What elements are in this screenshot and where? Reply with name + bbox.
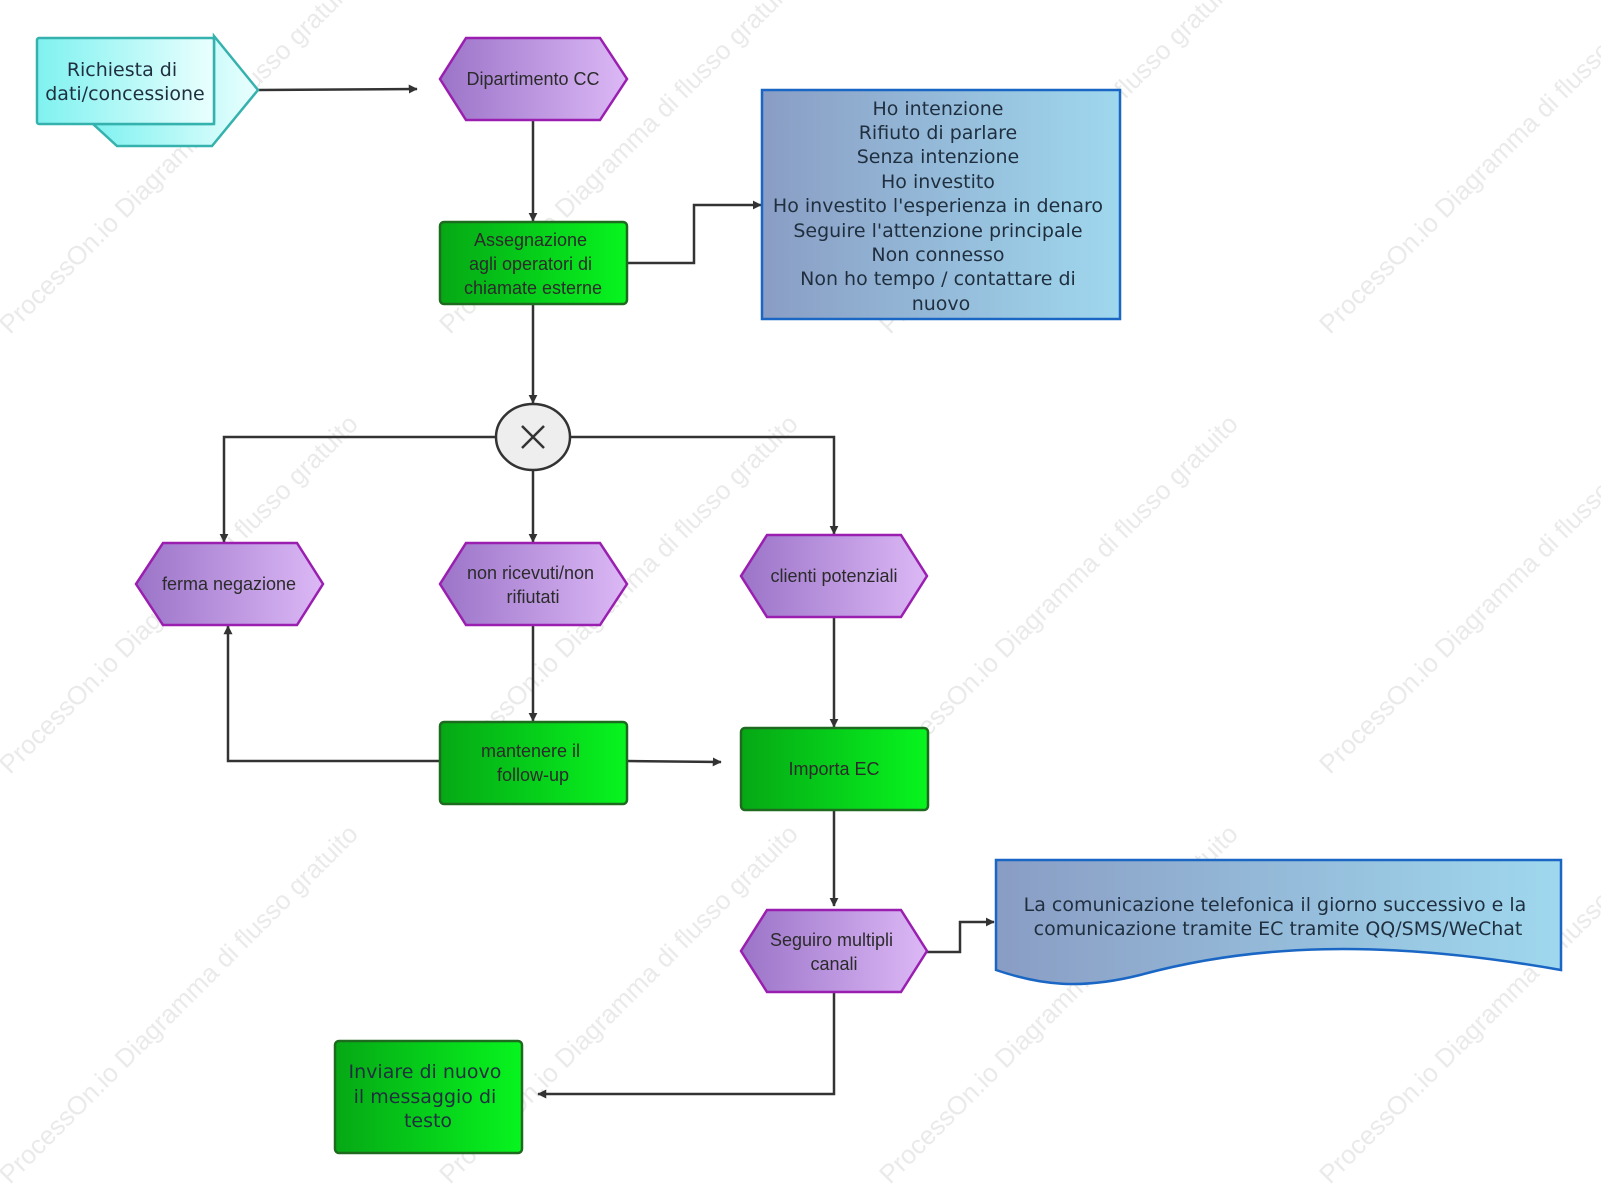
hexagon-shape [739,908,929,994]
watermark-text: ProcessOn.io Diagramma di flusso gratuit… [1313,0,1601,339]
label-line: agli operatori di [469,254,592,274]
edge-mantenere-to-importa [626,757,722,767]
node-note-esiti[interactable]: Ho intenzione Rifiuto di parlare Senza i… [760,88,1122,321]
label-line: follow-up [497,765,569,785]
node-ferma-label: ferma negazione [162,574,296,594]
label-line: testo [404,1110,452,1132]
label-line: Importa EC [788,759,879,779]
node-ferma[interactable]: ferma negazione [134,541,325,627]
label-line: Rifiuto di parlare [859,122,1018,144]
label-line: Senza intenzione [857,146,1020,168]
label-line: nuovo [912,293,971,315]
label-line: Dipartimento CC [466,69,599,89]
label-line: chiamate esterne [464,278,602,298]
label-line: Ho intenzione [872,98,1003,120]
label-line: Assegnazione [474,230,587,250]
label-line: La comunicazione telefonica il giorno su… [1024,894,1527,916]
hexagon-shape [438,541,629,627]
edge-gateway-to-ferma [219,435,496,543]
node-gateway-exclusive[interactable] [494,402,572,472]
label-line: il messaggio di [354,1086,497,1108]
label-line: ferma negazione [162,574,296,594]
process-box-shape [438,220,629,306]
node-clienti-label: clienti potenziali [770,566,897,586]
label-line: rifiutati [506,587,559,607]
label-line: Seguire l'attenzione principale [793,220,1082,242]
label-line: Seguiro multipli [770,930,893,950]
node-importa[interactable]: Importa EC [739,726,930,812]
label-line: non ricevuti/non [467,563,594,583]
node-clienti[interactable]: clienti potenziali [739,533,929,619]
close-x-icon [521,425,545,449]
node-seguiro[interactable]: Seguiro multipli canali [739,908,929,994]
document-shape [994,858,1563,986]
label-line: mantenere il [481,741,580,761]
watermark-text: ProcessOn.io Diagramma di flusso gratuit… [0,819,364,1190]
edge-richiesta-to-dipartimento [257,84,418,94]
edge-assegnazione-to-note [627,200,762,265]
node-dipartimento[interactable]: Dipartimento CC [438,36,629,122]
hexagon-shape [438,36,629,122]
label-line: Non ho tempo / contattare di [800,268,1076,290]
node-note-esiti-label: Ho intenzione Rifiuto di parlare Senza i… [773,98,1109,315]
label-line: canali [810,954,857,974]
node-assegnazione-label: Assegnazione agli operatori di chiamate … [464,230,602,298]
hexagon-shape [134,541,325,627]
label-line: Ho investito [881,171,995,193]
edges [219,84,995,1099]
label-line: Richiesta di [67,59,177,81]
node-comunicazione-label: La comunicazione telefonica il giorno su… [1024,894,1533,940]
edge-seguiro-to-comunicazione [927,917,995,954]
node-inviare-label: Inviare di nuovo il messaggio di testo [349,1061,508,1132]
node-richiesta-label: Richiesta di dati/concessione [45,59,205,105]
label-line: dati/concessione [45,83,205,105]
edge-seguiro-to-inviare [537,992,836,1099]
label-line: clienti potenziali [770,566,897,586]
node-assegnazione[interactable]: Assegnazione agli operatori di chiamate … [438,220,629,306]
label-line: Inviare di nuovo [349,1061,502,1083]
node-dipartimento-label: Dipartimento CC [466,69,599,89]
label-line: Ho investito l'esperienza in denaro [773,195,1103,217]
watermark-text: ProcessOn.io Diagramma di flusso gratuit… [873,409,1244,780]
input-shape-front [35,36,216,126]
node-mantenere-label: mantenere il follow-up [481,741,585,785]
node-inviare[interactable]: Inviare di nuovo il messaggio di testo [333,1039,524,1155]
node-comunicazione[interactable]: La comunicazione telefonica il giorno su… [994,858,1563,986]
node-importa-label: Importa EC [788,759,879,779]
node-non-ricevuti[interactable]: non ricevuti/non rifiutati [438,541,629,627]
process-box-shape [438,720,629,806]
edge-gateway-to-clienti [570,435,839,535]
node-seguiro-label: Seguiro multipli canali [770,930,898,974]
node-mantenere[interactable]: mantenere il follow-up [438,720,629,806]
edge-mantenere-to-ferma [223,625,440,763]
note-box-shape [760,88,1122,321]
label-line: Non connesso [871,244,1004,266]
hexagon-shape [739,533,929,619]
watermark-text: ProcessOn.io Diagramma di flusso gratuit… [1313,409,1601,780]
label-line: comunicazione tramite EC tramite QQ/SMS/… [1034,918,1523,940]
process-box-shape [333,1039,524,1155]
process-box-shape [739,726,930,812]
node-non-ricevuti-label: non ricevuti/non rifiutati [467,563,599,607]
node-richiesta[interactable]: Richiesta di dati/concessione [35,32,260,148]
